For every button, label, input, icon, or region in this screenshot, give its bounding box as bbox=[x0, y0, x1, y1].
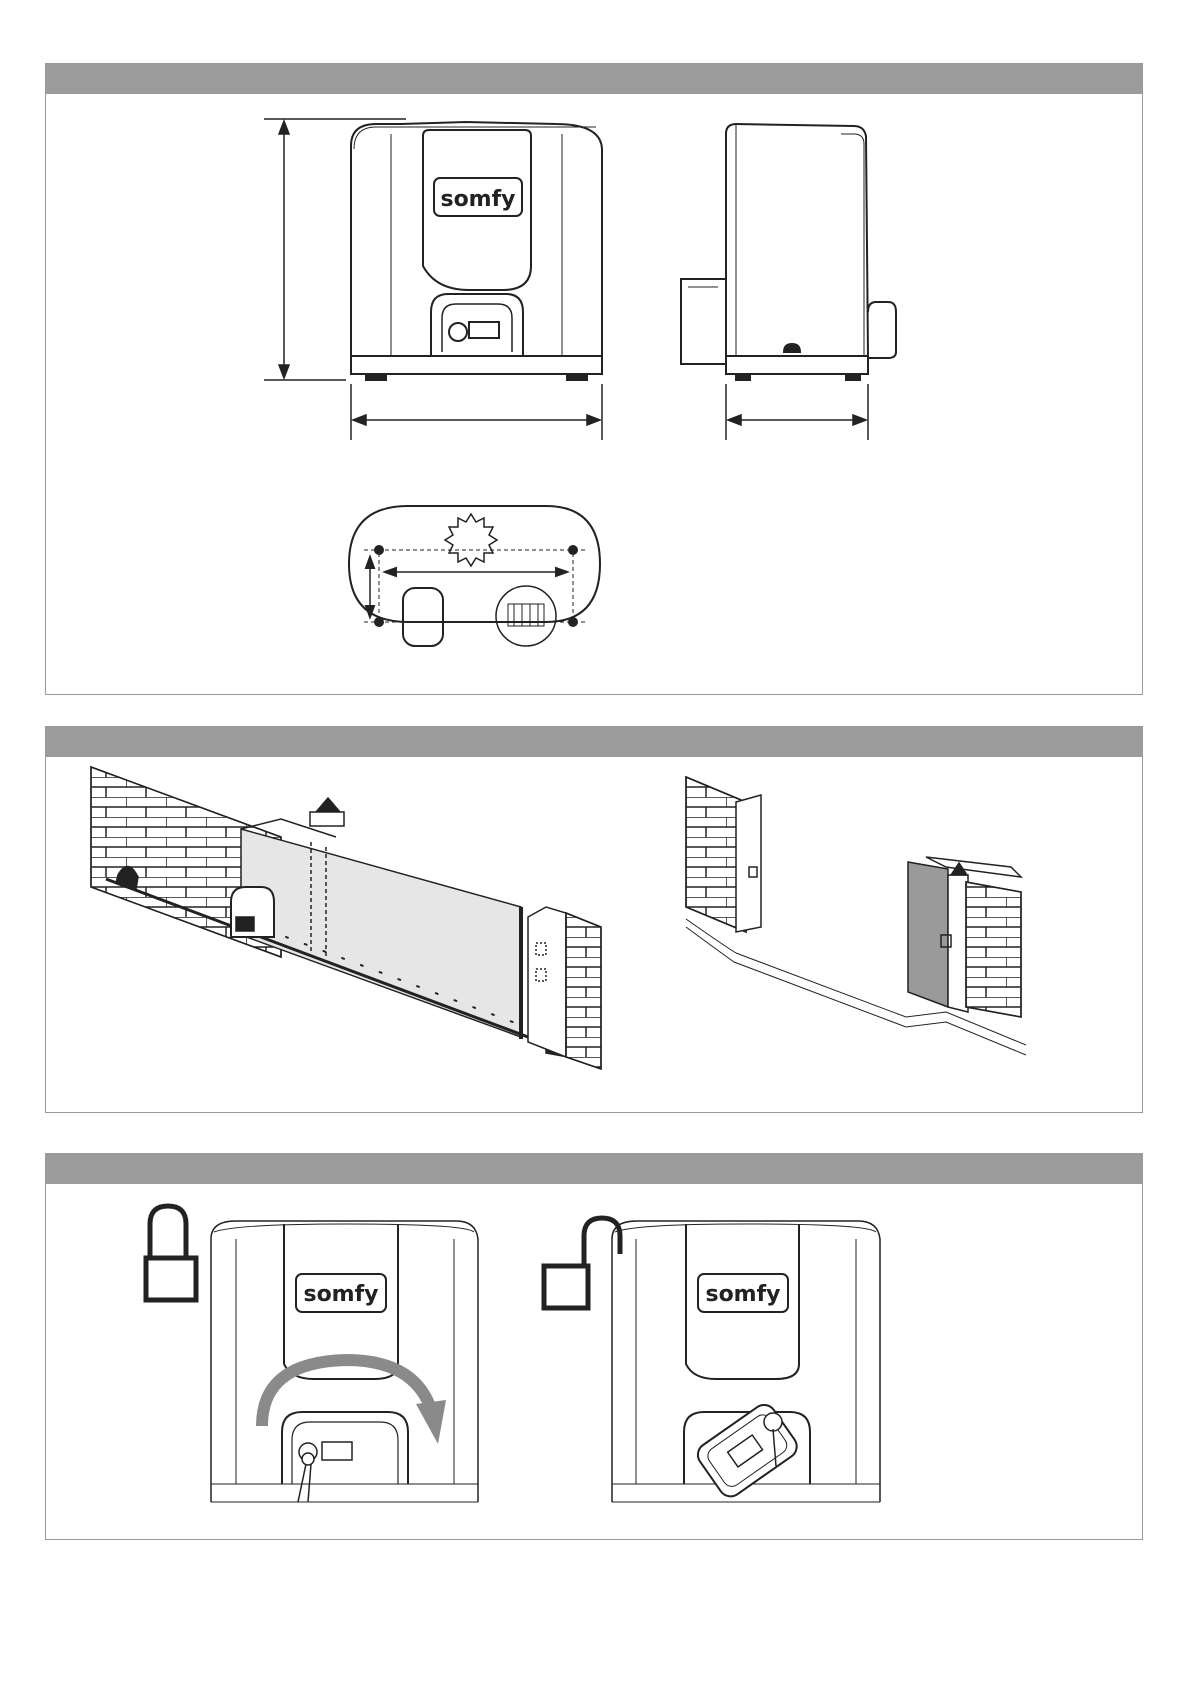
panel-header-bar bbox=[46, 1154, 1142, 1184]
brand-logo: somfy bbox=[440, 187, 515, 212]
pillar-detail-view bbox=[686, 777, 1026, 1055]
width-dimension-front bbox=[351, 384, 602, 440]
rotate-arrow-icon bbox=[262, 1360, 446, 1444]
base-plate-drawing bbox=[349, 506, 600, 646]
dimensions-drawing: somfy bbox=[46, 94, 1142, 694]
panel-header-bar bbox=[46, 727, 1142, 757]
width-dimension-side bbox=[726, 384, 868, 440]
motor-front-view bbox=[351, 122, 602, 380]
panel-header-bar bbox=[46, 64, 1142, 94]
height-dimension bbox=[264, 119, 406, 380]
motor-unlocked bbox=[612, 1221, 880, 1502]
dimensions-panel: somfy bbox=[45, 63, 1143, 695]
manual-release-drawing: somfy bbox=[46, 1184, 1142, 1539]
installation-drawing bbox=[46, 757, 1142, 1112]
motor-installed bbox=[231, 887, 274, 937]
installation-panel bbox=[45, 726, 1143, 1113]
brick-wall-right bbox=[566, 913, 601, 1069]
manual-release-panel: somfy bbox=[45, 1153, 1143, 1540]
key-icon bbox=[298, 1453, 314, 1502]
brand-logo: somfy bbox=[705, 1282, 780, 1307]
pillar-right bbox=[528, 907, 566, 1057]
motor-side-view bbox=[681, 124, 896, 380]
lock-open-icon bbox=[544, 1218, 620, 1308]
lock-closed-icon bbox=[146, 1206, 196, 1300]
brand-logo: somfy bbox=[303, 1282, 378, 1307]
